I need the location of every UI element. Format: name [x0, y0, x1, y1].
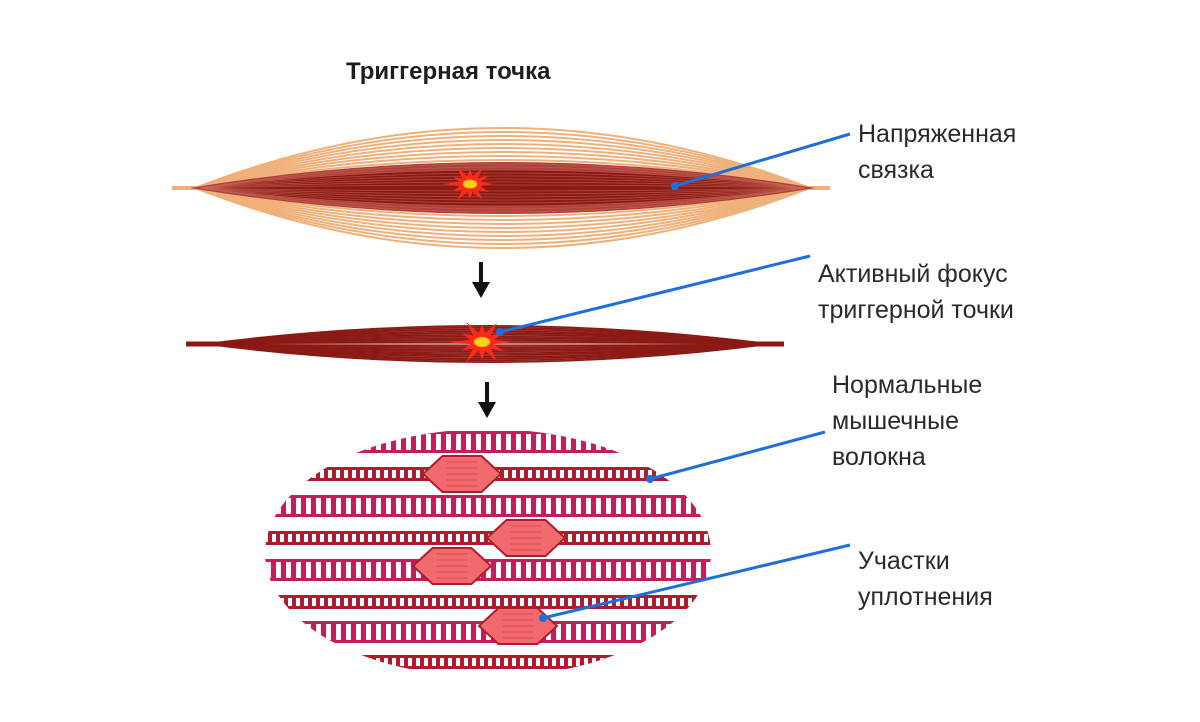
diagram-title: Триггерная точка [346, 58, 550, 86]
label-line: мышечные [832, 403, 982, 439]
label-line: уплотнения [858, 579, 993, 615]
label-normal-fibers: Нормальные мышечные волокна [832, 367, 982, 475]
label-line: связка [858, 152, 1016, 188]
label-line: Участки [858, 543, 993, 579]
label-line: Напряженная [858, 116, 1016, 152]
leader-line-normal-fibers [650, 432, 825, 479]
label-line: Активный фокус [818, 256, 1014, 292]
label-line: Нормальные [832, 367, 982, 403]
down-arrow-icon [478, 382, 496, 418]
label-taut-band: Напряженная связка [858, 116, 1016, 188]
label-active-focus: Активный фокус триггерной точки [818, 256, 1014, 328]
leader-line-active-focus [500, 256, 810, 332]
label-line: волокна [832, 439, 982, 475]
down-arrow-icon [472, 262, 490, 298]
label-line: триггерной точки [818, 292, 1014, 328]
label-contraction-knots: Участки уплотнения [858, 543, 993, 615]
taut-muscle-bundle [172, 128, 830, 248]
